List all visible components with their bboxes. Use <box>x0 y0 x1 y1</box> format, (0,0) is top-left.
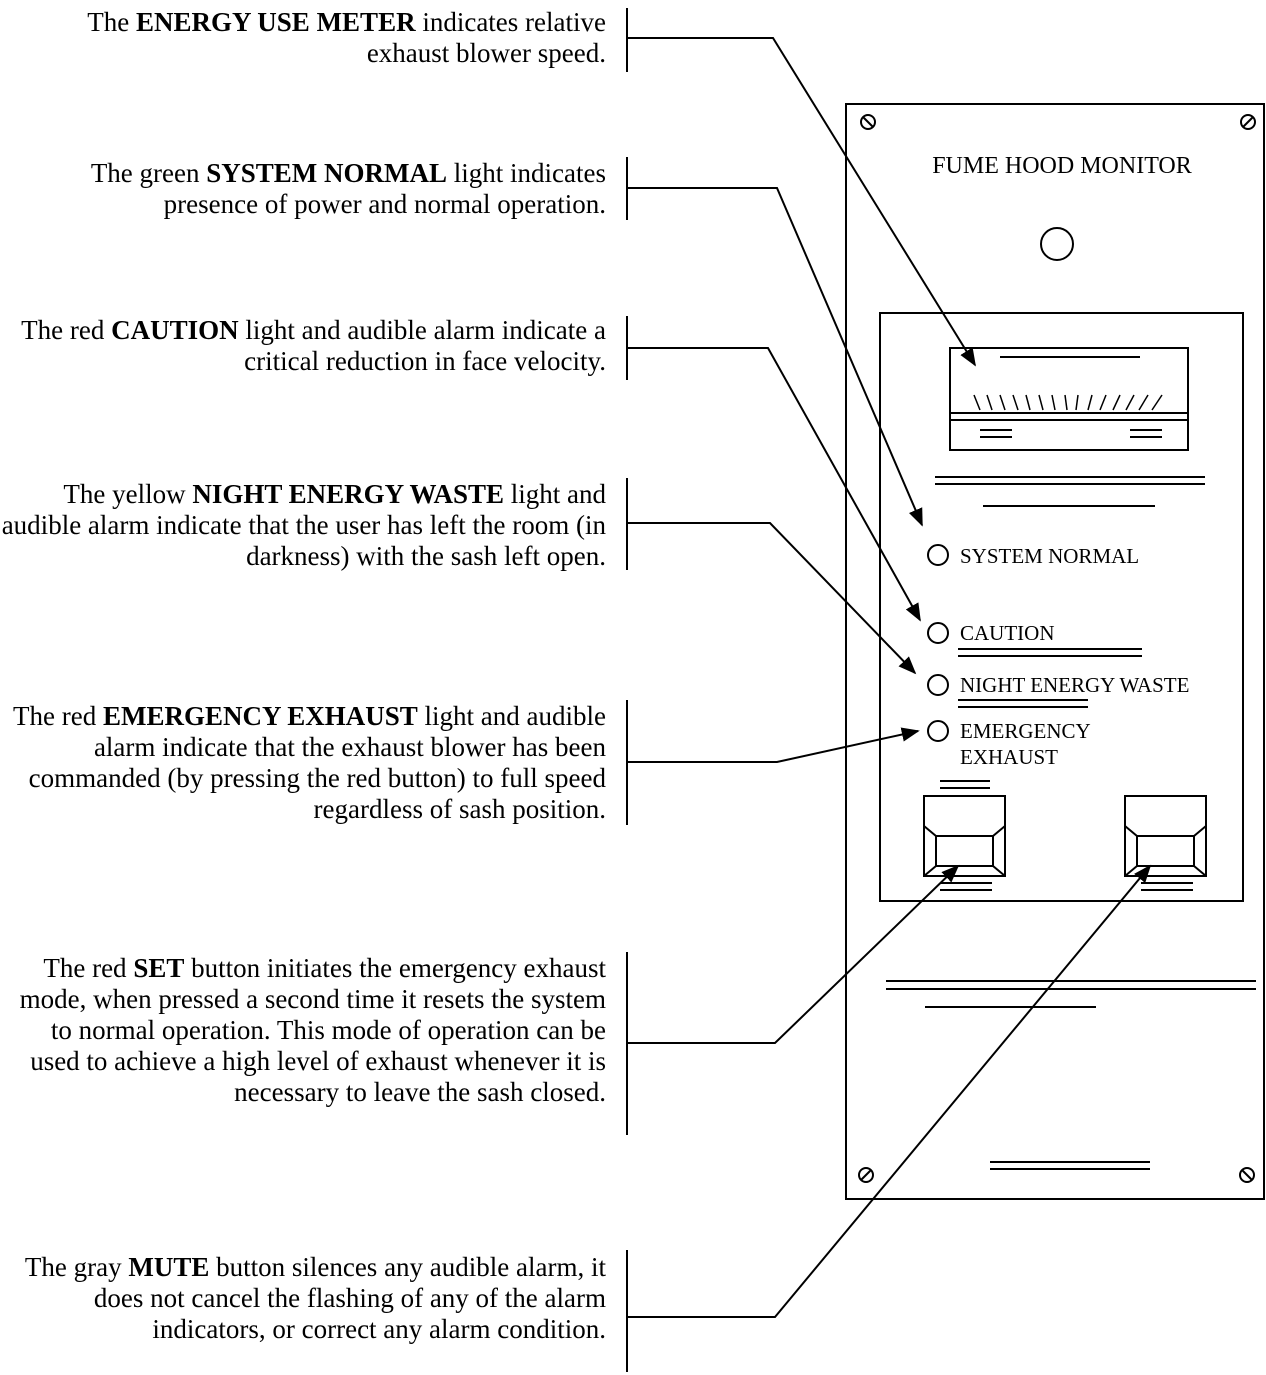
meter-tick-marks <box>973 394 1163 411</box>
callout-energy-use-meter: The ENERGY USE METER indicates relative … <box>87 7 606 68</box>
lower-label-bars <box>886 980 1256 1170</box>
callout-mute-button: The gray MUTE button silences any audibl… <box>24 1252 606 1344</box>
indicator-caution: CAUTION <box>927 621 1142 657</box>
leader-system-normal <box>627 187 923 527</box>
callout-system-normal: The green SYSTEM NORMAL light indicates … <box>90 158 606 219</box>
caution-label: CAUTION <box>960 621 1055 645</box>
emergency-exhaust-light <box>927 720 949 742</box>
caution-light <box>927 622 949 644</box>
indicator-system-normal: SYSTEM NORMAL <box>927 544 1139 568</box>
screw-top-right-icon <box>1240 114 1256 130</box>
emergency-exhaust-label-line1: EMERGENCY <box>960 719 1091 743</box>
emergency-exhaust-label-line2: EXHAUST <box>960 745 1058 769</box>
callout-emergency-exhaust: The red EMERGENCY EXHAUST light and audi… <box>13 701 606 824</box>
callout-night-energy-waste: The yellow NIGHT ENERGY WASTE light and … <box>1 479 606 571</box>
screw-top-left-icon <box>860 114 876 130</box>
mute-button[interactable] <box>1124 795 1207 891</box>
callout-caution: The red CAUTION light and audible alarm … <box>21 315 606 376</box>
leader-mute-button <box>627 864 1152 1318</box>
leader-set-button <box>627 864 960 1044</box>
leader-lines <box>627 37 1152 1318</box>
panel-title: FUME HOOD MONITOR <box>932 153 1192 179</box>
meter-label-bars <box>935 476 1205 507</box>
indicator-emergency-exhaust: EMERGENCY EXHAUST <box>927 719 1091 769</box>
monitor-panel: FUME HOOD MONITOR <box>845 103 1265 1200</box>
inner-panel <box>879 312 1244 902</box>
night-energy-waste-label: NIGHT ENERGY WASTE <box>960 673 1189 697</box>
system-normal-light <box>927 544 949 566</box>
leader-emergency-exhaust <box>627 727 920 763</box>
screw-bottom-right-icon <box>1239 1167 1255 1183</box>
top-indicator-light <box>1040 227 1074 261</box>
leader-night-energy-waste <box>627 522 917 675</box>
leader-energy-use-meter <box>627 37 976 367</box>
night-energy-waste-light <box>927 674 949 696</box>
screw-bottom-left-icon <box>858 1167 874 1183</box>
indicator-night-energy-waste: NIGHT ENERGY WASTE <box>927 673 1189 708</box>
system-normal-label: SYSTEM NORMAL <box>960 544 1139 568</box>
leader-caution <box>627 347 921 622</box>
callout-set-button: The red SET button initiates the emergen… <box>19 953 606 1107</box>
energy-use-meter <box>949 347 1189 451</box>
set-button[interactable] <box>923 780 1006 891</box>
